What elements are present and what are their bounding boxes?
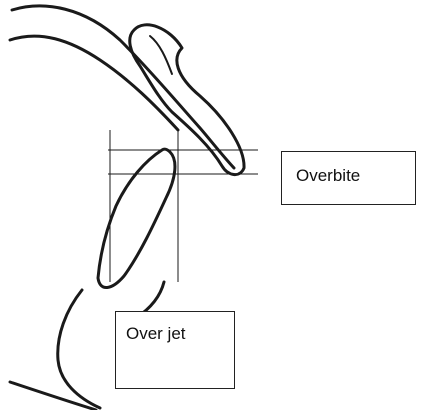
overjet-label: Over jet: [126, 324, 186, 344]
upper-lip-outline: [12, 6, 234, 168]
overbite-callout: Overbite: [281, 151, 416, 205]
upper-incisor-root-line: [150, 36, 172, 74]
upper-lip-inner: [10, 36, 178, 130]
chin-outline: [10, 382, 96, 410]
overbite-label: Overbite: [296, 166, 360, 186]
overjet-callout: Over jet: [115, 311, 235, 389]
lower-lip-outline: [58, 290, 100, 408]
